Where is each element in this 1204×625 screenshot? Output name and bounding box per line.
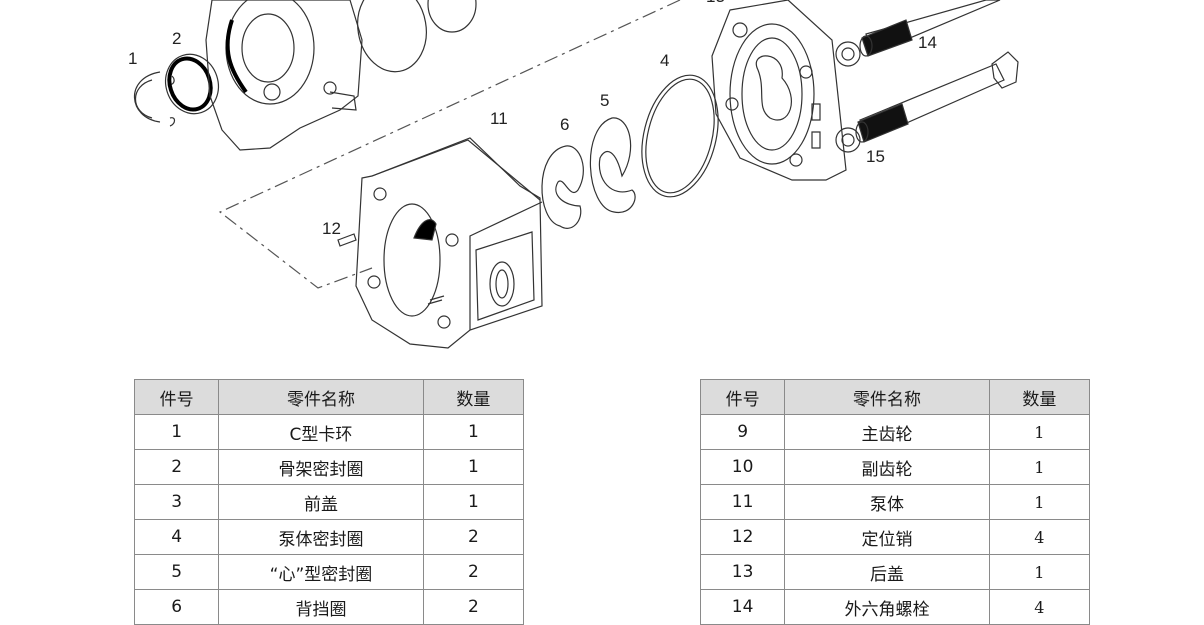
- table-row: 2 骨架密封圈 1: [133, 449, 525, 485]
- pump-body-seal-part: [641, 74, 719, 198]
- assembly-guide-line: [218, 0, 681, 289]
- parts-table-left: 件号 零件名称 数量 1 C型卡环 1 2 骨架密封圈 1 3 前盖 1 4 泵…: [133, 379, 525, 625]
- rear-cover-part: [711, 0, 847, 181]
- table-row: 14 外六角螺栓 4: [699, 589, 1091, 625]
- header-part-number: 件号: [699, 379, 786, 415]
- part-number-cell: 13: [699, 554, 786, 590]
- header-quantity: 数量: [988, 379, 1091, 415]
- quantity-cell: 1: [422, 449, 525, 485]
- quantity-cell: 1: [988, 484, 1091, 520]
- callout-6: 6: [560, 115, 569, 134]
- part-number-cell: 4: [133, 519, 220, 555]
- front-cover-part: [205, 0, 363, 151]
- table-row: 11 泵体 1: [699, 484, 1091, 520]
- table-row: 1 C型卡环 1: [133, 414, 525, 450]
- part-name-cell: 前盖: [218, 484, 424, 520]
- header-part-name: 零件名称: [218, 379, 424, 415]
- callout-1: 1: [128, 49, 137, 68]
- table-row: 6 背挡圈 2: [133, 589, 525, 625]
- part-number-cell: 6: [133, 589, 220, 625]
- part-name-cell: 骨架密封圈: [218, 449, 424, 485]
- part-name-cell: 副齿轮: [784, 449, 990, 485]
- table-header-row: 件号 零件名称 数量: [133, 379, 525, 415]
- header-part-number: 件号: [133, 379, 220, 415]
- part-name-cell: C型卡环: [218, 414, 424, 450]
- quantity-cell: 1: [988, 449, 1091, 485]
- part-number-cell: 12: [699, 519, 786, 555]
- callout-14: 14: [918, 33, 937, 52]
- part-number-cell: 11: [699, 484, 786, 520]
- callout-4: 4: [660, 51, 669, 70]
- table-row: 13 后盖 1: [699, 554, 1091, 590]
- quantity-cell: 2: [422, 519, 525, 555]
- quantity-cell: 1: [422, 414, 525, 450]
- table-row: 4 泵体密封圈 2: [133, 519, 525, 555]
- callout-5: 5: [600, 91, 609, 110]
- part-name-cell: 后盖: [784, 554, 990, 590]
- hex-bolt-part-lower: [855, 51, 1019, 143]
- table-row: 3 前盖 1: [133, 484, 525, 520]
- part-name-cell: 泵体密封圈: [218, 519, 424, 555]
- back-ring-part: [541, 145, 584, 229]
- header-quantity: 数量: [422, 379, 525, 415]
- quantity-cell: 2: [422, 589, 525, 625]
- part-number-cell: 5: [133, 554, 220, 590]
- pump-body-part: [355, 137, 543, 349]
- table-header-row: 件号 零件名称 数量: [699, 379, 1091, 415]
- part-name-cell: 泵体: [784, 484, 990, 520]
- quantity-cell: 1: [988, 414, 1091, 450]
- quantity-cell: 1: [988, 554, 1091, 590]
- callout-12: 12: [322, 219, 341, 238]
- part-name-cell: 背挡圈: [218, 589, 424, 625]
- part-number-cell: 2: [133, 449, 220, 485]
- callout-13: 13: [706, 0, 725, 6]
- part-number-cell: 3: [133, 484, 220, 520]
- callout-15: 15: [866, 147, 885, 166]
- exploded-pump-diagram: 1 2 4 5 6 11 12 13 14 15: [128, 0, 1019, 349]
- callout-2: 2: [172, 29, 181, 48]
- table-row: 9 主齿轮 1: [699, 414, 1091, 450]
- parts-table-right: 件号 零件名称 数量 9 主齿轮 1 10 副齿轮 1 11 泵体 1 12 定…: [699, 379, 1091, 625]
- part-name-cell: 外六角螺栓: [784, 589, 990, 625]
- quantity-cell: 2: [422, 554, 525, 590]
- part-number-cell: 10: [699, 449, 786, 485]
- part-number-cell: 14: [699, 589, 786, 625]
- dowel-pin-part: [337, 233, 357, 247]
- callout-11: 11: [490, 109, 508, 128]
- quantity-cell: 4: [988, 589, 1091, 625]
- quantity-cell: 1: [422, 484, 525, 520]
- part-name-cell: “心”型密封圈: [218, 554, 424, 590]
- part-name-cell: 主齿轮: [784, 414, 990, 450]
- part-name-cell: 定位销: [784, 519, 990, 555]
- table-row: 12 定位销 4: [699, 519, 1091, 555]
- heart-seal-part: [589, 117, 636, 214]
- part-number-cell: 9: [699, 414, 786, 450]
- quantity-cell: 4: [988, 519, 1091, 555]
- table-row: 5 “心”型密封圈 2: [133, 554, 525, 590]
- hex-bolt-part-upper: [859, 0, 1001, 57]
- table-row: 10 副齿轮 1: [699, 449, 1091, 485]
- part-number-cell: 1: [133, 414, 220, 450]
- header-part-name: 零件名称: [784, 379, 990, 415]
